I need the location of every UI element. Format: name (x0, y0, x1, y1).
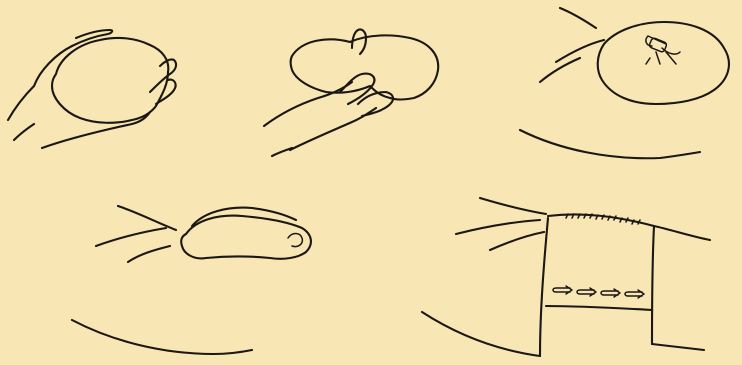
panel-3-limb-back-2 (540, 58, 580, 82)
panel-5-limb-back (456, 220, 540, 234)
panel-2-hand-back (264, 82, 352, 126)
panel-4-roll-outline (181, 216, 311, 259)
panel-5-bandage-right-edge (652, 226, 654, 344)
panel-1-palm-bottom (42, 112, 150, 148)
panel-1-upper-arm-line (8, 86, 34, 120)
panel-4-pad-rolled (72, 206, 311, 354)
safety-pin-icon (625, 290, 644, 298)
panel-2-palm-lower (290, 108, 376, 150)
panel-2-fingers (340, 74, 374, 104)
panel-4-limb-back-2 (128, 246, 170, 262)
panel-5-limb-bottom-right (652, 344, 704, 350)
panel-2-finger-top (352, 29, 366, 54)
safety-pin-icon (553, 286, 572, 294)
panel-4-limb-upper (118, 206, 176, 230)
panel-2-pad-folded (264, 29, 438, 156)
panel-3-knot-centre (649, 37, 668, 52)
panel-1-hand-holding-pad (8, 30, 176, 148)
panel-5-limb-back-2 (490, 232, 544, 250)
panel-3-limb-bottom (520, 130, 700, 158)
panel-1-thumb (150, 59, 176, 92)
panel-5-limb-upper (480, 198, 546, 214)
panel-4-limb-back (96, 228, 166, 246)
panel-5-limb-right (654, 226, 710, 240)
panel-4-limb-bottom (72, 320, 252, 354)
panel-5-bandage-left-edge (540, 218, 548, 356)
safety-pin-icon (601, 289, 620, 297)
panel-2-wrist-lower (272, 148, 292, 156)
panel-5-limb-bottom (422, 312, 540, 356)
panel-5-safety-pins (553, 286, 644, 298)
panel-4-roll-end (288, 234, 302, 247)
panel-5-overlap-line (546, 306, 652, 310)
panel-1-pad-outline (52, 38, 168, 123)
panel-3-pad-outline (598, 22, 729, 104)
panel-1-wrist-line (14, 124, 34, 140)
panel-3-limb-upper (560, 8, 596, 28)
safety-pin-icon (577, 288, 596, 296)
panel-5-bandage-pinned (422, 198, 710, 356)
panel-3-pad-on-limb (520, 8, 729, 158)
panel-1-upper-hand (34, 30, 112, 86)
